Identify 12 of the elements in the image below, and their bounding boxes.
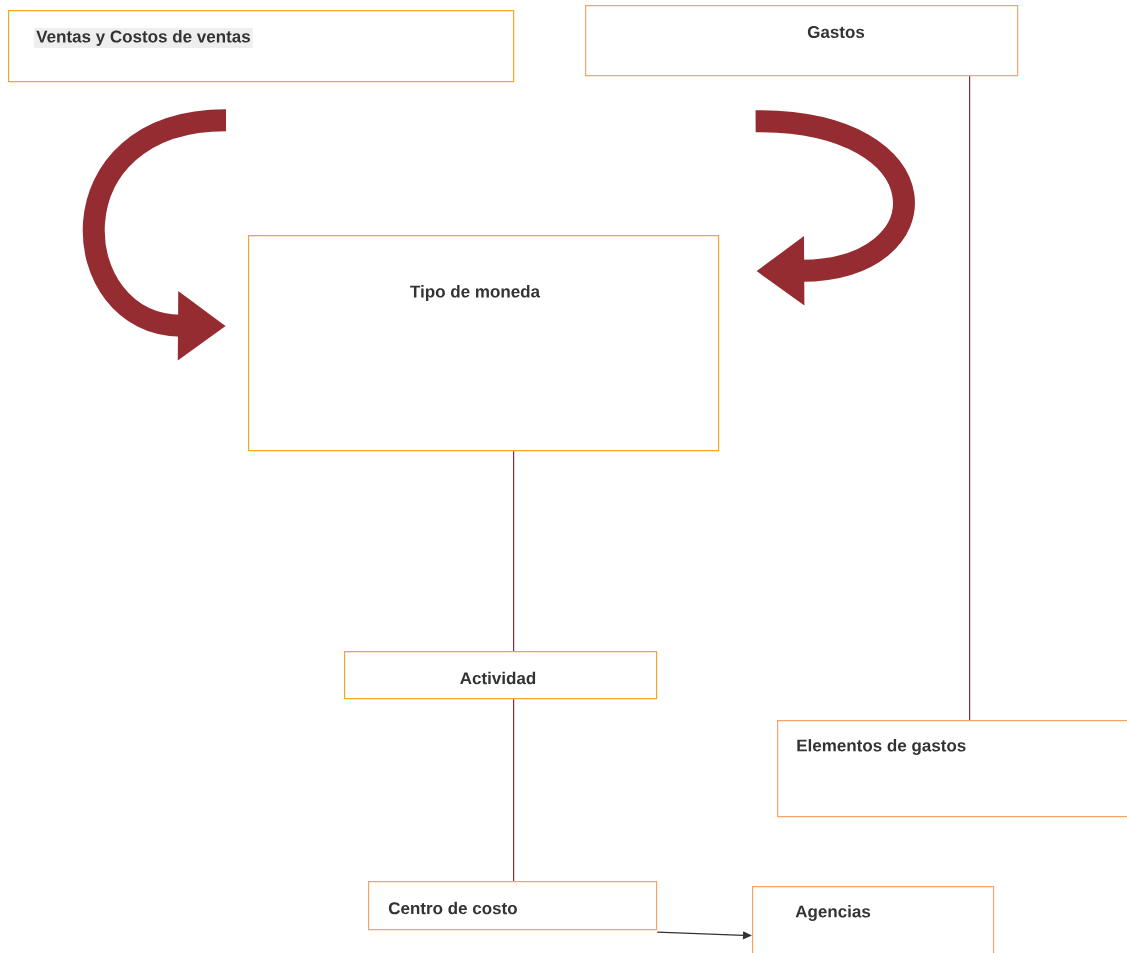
text-box: Agencias — [752, 886, 995, 953]
connector-line — [513, 450, 515, 652]
text-box: Actividad — [344, 651, 658, 700]
curved-arrow — [754, 110, 915, 306]
connector-line — [513, 698, 515, 882]
text-box: Gastos — [585, 5, 1019, 77]
text-box: Ventas y Costos de ventas — [8, 10, 515, 83]
text-box: Elementos de gastos — [777, 720, 1127, 818]
text-box: Tipo de moneda — [248, 235, 720, 452]
connector-line — [969, 75, 971, 721]
text-box: Centro de costo — [368, 881, 658, 931]
arrow — [656, 931, 752, 940]
